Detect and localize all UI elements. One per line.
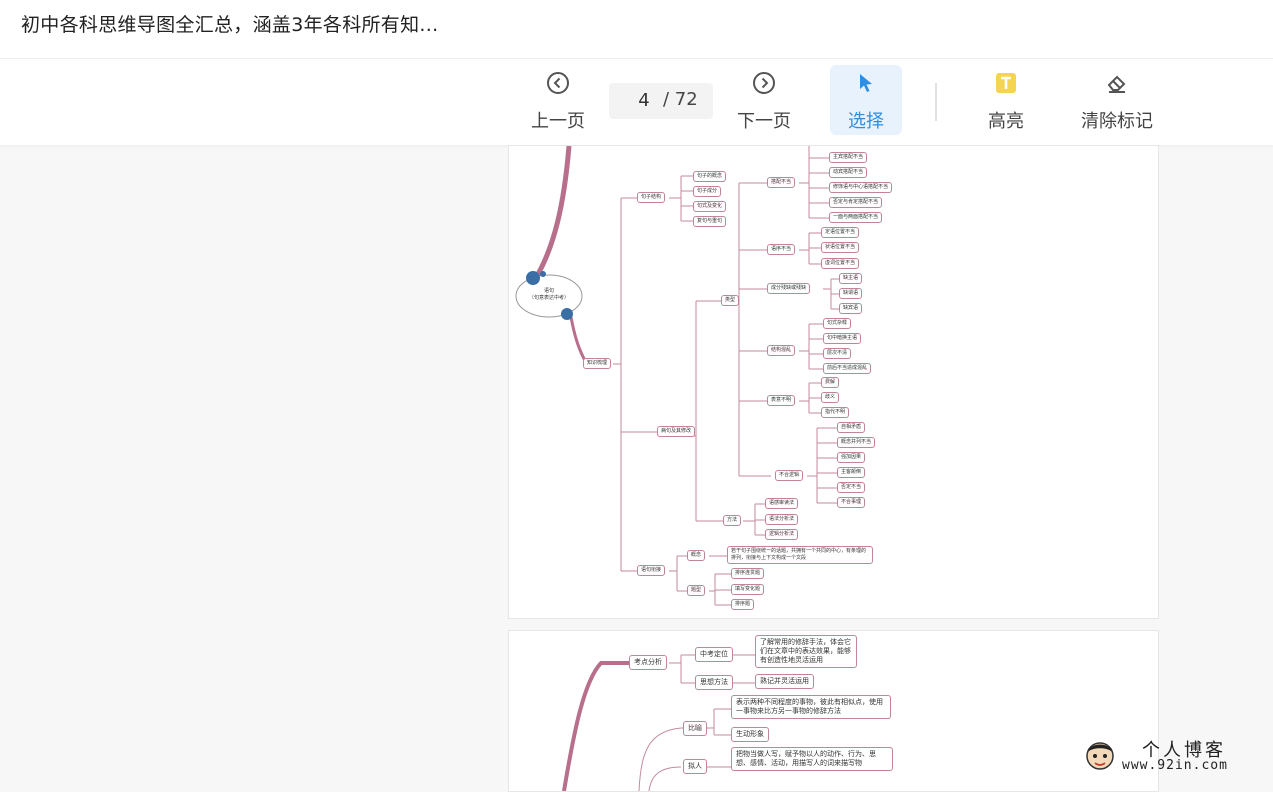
document-page-4: 语句（句意表达中考） 句子结构 知识梳理 病句及其修改 语句衔接 句子的概念 句… <box>508 145 1159 619</box>
node-tixing-2: 填写变化题 <box>731 584 765 595</box>
next-page-button[interactable]: 下一页 <box>728 65 800 135</box>
node-canque-1: 缺主语 <box>839 273 863 284</box>
node-mismatch: 搭配不当 <box>767 177 796 188</box>
node-luoji-4: 主客颠倒 <box>837 467 866 478</box>
chevron-right-circle-icon <box>753 72 775 94</box>
total-pages: / 72 <box>663 89 698 110</box>
prev-page-button[interactable]: 上一页 <box>522 65 594 135</box>
mindmap-root: 语句（句意表达中考） <box>528 288 569 301</box>
highlight-tool-label: 高亮 <box>988 111 1024 132</box>
page-indicator: / 72 <box>609 83 713 119</box>
node-canque-3: 缺宾语 <box>839 303 863 314</box>
node-hunluan-4: 前后不当造成混乱 <box>823 363 872 374</box>
node-biaoyi-1: 费解 <box>821 377 840 388</box>
node-yuxu-2: 状语位置不当 <box>821 242 860 253</box>
node-hunluan-2: 句中暗换主语 <box>823 333 862 344</box>
node-canque-2: 缺谓语 <box>839 288 863 299</box>
highlight-icon <box>996 73 1016 93</box>
node-sick-sentence: 病句及其修改 <box>657 426 696 437</box>
node-sentence-concept: 句子的概念 <box>693 171 727 182</box>
mindmap-branches-2 <box>562 654 755 791</box>
watermark-url: www.92in.com <box>1122 758 1228 773</box>
node-tixing-1: 排序连贯题 <box>731 568 765 579</box>
node-missing-component: 成分残缺或残缺 <box>767 283 811 294</box>
node-metaphor: 比喻 <box>683 721 707 736</box>
node-personification: 拟人 <box>683 759 707 774</box>
node-dapei-2: 动宾搭配不当 <box>829 167 868 178</box>
node-luoji-1: 自相矛盾 <box>837 422 866 433</box>
node-word-order: 语序不当 <box>767 244 796 255</box>
prev-page-label: 上一页 <box>531 111 585 132</box>
node-luoji-5: 否定不当 <box>837 482 866 493</box>
page-number-input[interactable] <box>627 89 661 112</box>
chevron-left-circle-icon <box>547 72 569 94</box>
node-fangfa-1: 语感审读法 <box>765 498 799 509</box>
node-concept: 概念 <box>687 550 706 561</box>
node-personification-desc: 把物当做人写，赋予物以人的动作、行为、思想、感情、活动，用描写人的词来描写物 <box>731 747 893 771</box>
node-structure-confusion: 结构混乱 <box>767 345 796 356</box>
select-tool-label: 选择 <box>848 111 884 132</box>
node-knowledge-review: 知识梳理 <box>583 358 612 369</box>
title-bar: 初中各科思维导图全汇总，涵盖3年各科所有知... <box>0 0 1273 59</box>
node-method-desc: 熟记并灵活运用 <box>755 674 814 689</box>
node-sentence-component: 句子成分 <box>693 186 722 197</box>
node-position-desc: 了解常用的修辞手法，体会它们在文章中的表达效果，能够有创造性地灵活运用 <box>755 635 857 668</box>
node-yuxu-1: 定语位置不当 <box>821 227 860 238</box>
node-yuxu-3: 虚词位置不当 <box>821 258 860 269</box>
node-hunluan-1: 句式杂糅 <box>823 318 852 329</box>
node-dapei-1: 主宾搭配不当 <box>829 152 868 163</box>
node-fangfa-3: 逻辑分析法 <box>765 529 799 540</box>
node-dapei-5: 一面与两面搭配不当 <box>829 212 883 223</box>
node-metaphor-desc: 表示两种不同程度的事物，彼此有相似点，使用一事物来比方另一事物的修辞方法 <box>731 695 891 719</box>
document-title: 初中各科思维导图全汇总，涵盖3年各科所有知... <box>21 14 439 36</box>
cartoon-face-icon <box>1086 742 1114 770</box>
node-sentence-connection: 语句衔接 <box>637 565 666 576</box>
node-sentence-pattern: 句式及变化 <box>693 201 727 212</box>
node-luoji-6: 不合事理 <box>837 497 866 508</box>
eraser-icon <box>1107 75 1126 93</box>
document-page-5: 考点分析 中考定位 思想方法 了解常用的修辞手法，体会它们在文章中的表达效果，能… <box>508 630 1159 792</box>
node-biaoyi-2: 歧义 <box>821 392 840 403</box>
node-thinking-method: 思想方法 <box>695 675 733 690</box>
node-dapei-4: 否定与肯定搭配不当 <box>829 197 883 208</box>
clear-marks-label: 清除标记 <box>1081 111 1153 132</box>
node-metaphor-effect: 生动形象 <box>731 727 769 742</box>
node-complex-sentence: 复句与重句 <box>693 216 727 227</box>
site-watermark: 个人博客 www.92in.com <box>1080 736 1270 776</box>
node-methods: 方法 <box>723 515 742 526</box>
highlight-tool-button[interactable]: 高亮 <box>970 65 1042 135</box>
node-biaoyi-3: 指代不明 <box>821 407 850 418</box>
node-luoji-3: 强加因果 <box>837 452 866 463</box>
select-tool-button[interactable]: 选择 <box>830 65 902 135</box>
watermark-title: 个人博客 <box>1142 740 1226 761</box>
clear-marks-button[interactable]: 清除标记 <box>1075 65 1159 135</box>
node-hunluan-3: 层次不清 <box>823 348 852 359</box>
node-fangfa-2: 语法分析法 <box>765 514 799 525</box>
node-sentence-structure: 句子结构 <box>637 192 666 203</box>
node-question-type: 题型 <box>687 585 706 596</box>
cursor-arrow-icon <box>860 74 872 92</box>
node-dapei-3: 修饰语与中心语搭配不当 <box>829 182 893 193</box>
node-illogical: 不合逻辑 <box>775 470 804 481</box>
node-concept-desc: 若干句子围绕统一的话题，共拥有一个共同的中心，有条理的排列，衔接与上下文构成一个… <box>727 546 873 564</box>
node-tixing-3: 排序题 <box>731 599 755 610</box>
node-unclear-meaning: 表意不明 <box>767 395 796 406</box>
next-page-label: 下一页 <box>737 111 791 132</box>
node-exam-position: 中考定位 <box>695 647 733 662</box>
toolbar-divider <box>935 83 937 121</box>
node-luoji-2: 概念并列不当 <box>837 437 876 448</box>
reader-toolbar: 上一页 / 72 下一页 选择 高亮 清除标记 <box>0 59 1273 145</box>
node-exam-analysis: 考点分析 <box>629 655 667 670</box>
mindmap-branches <box>515 146 839 606</box>
node-types: 类型 <box>721 295 740 306</box>
